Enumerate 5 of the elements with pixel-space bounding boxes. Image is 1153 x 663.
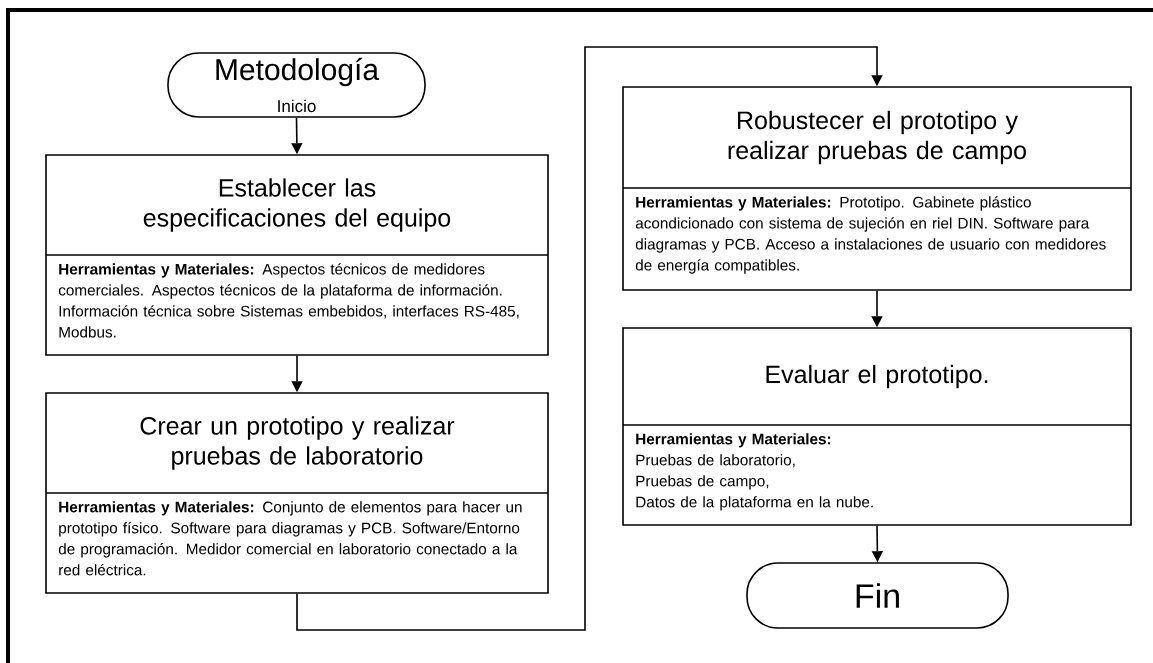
process-box: Evaluar el prototipo. Herramientas y Materiales: Pruebas de laboratorio, Pruebas de campo, Datos de la plataforma en la nube. xyxy=(622,327,1132,526)
arrow xyxy=(296,46,883,631)
process-box: Establecer las especificaciones del equipo Herramientas y Materiales: Aspectos técnicos de medidores comerciales. Aspectos técnicos de la plataforma de información. Información técnica sobre Sistemas embebidos, interfaces RS-485, Modbus. xyxy=(45,154,549,356)
process-box: Robustecer el prototipo y realizar pruebas de campo Herramientas y Materiales: Prototipo. Gabinete plástico acondicionado con sistema de sujeción en riel DIN. Software para diagramas y PCB. Acceso a instalaciones de usuario con medidores de energía compatibles. xyxy=(622,86,1132,291)
process-box: Crear un prototipo y realizar pruebas de laboratorio Herramientas y Materiales: Conjunto de elementos para hacer un prototipo físico. Software para diagramas y PCB. Software/Entorno de programación. Medidor comercial en laboratorio conectado a la red eléctrica. xyxy=(45,392,549,594)
